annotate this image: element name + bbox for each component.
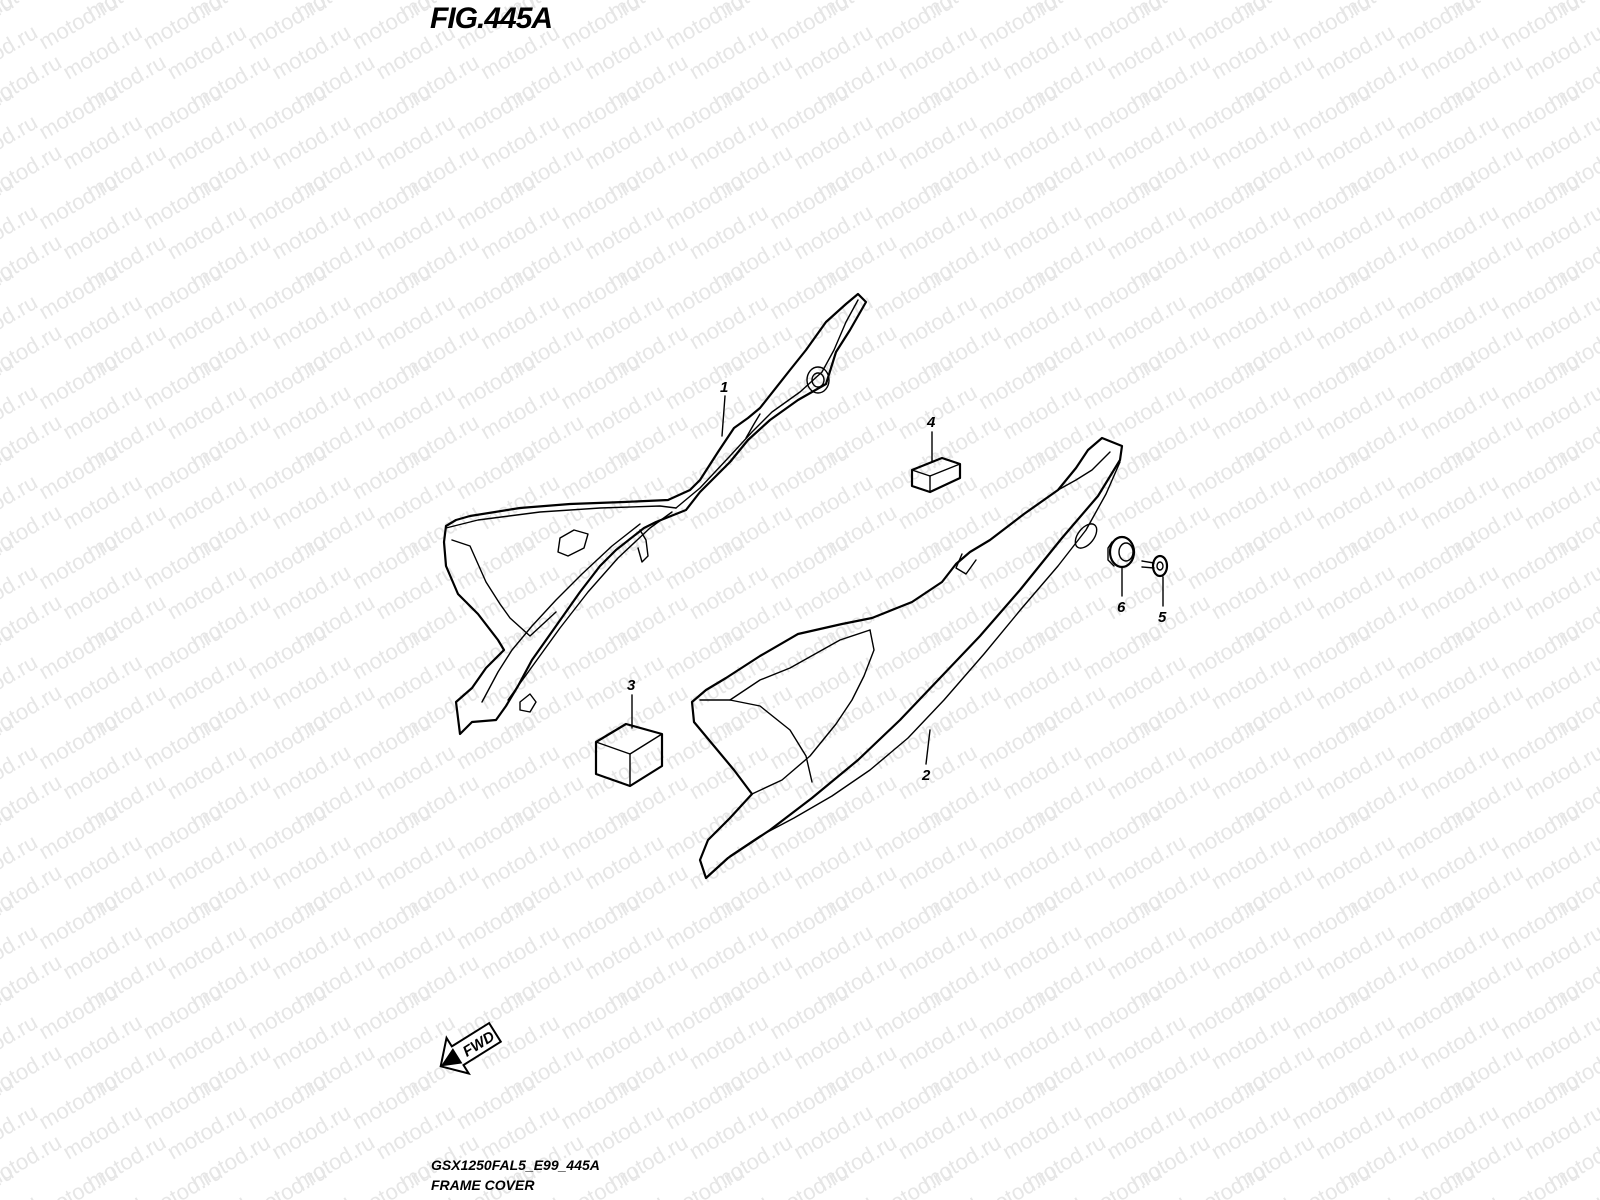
part-3-cushion[interactable] xyxy=(594,722,664,788)
part-1-frame-cover[interactable] xyxy=(442,292,868,736)
figure-title: FIG.445A xyxy=(430,2,553,35)
watermark-text: motod.ru xyxy=(765,1159,853,1200)
callout-labels: 1 2 3 4 5 6 xyxy=(627,379,1167,784)
callout-5: 5 xyxy=(1158,609,1167,626)
watermark-text: motod.ru xyxy=(870,1159,958,1200)
watermark-text: motod.ru xyxy=(1183,1159,1271,1200)
watermark-text: motod.ru xyxy=(348,1159,436,1200)
watermark-text: motod.ru xyxy=(974,1159,1062,1200)
watermark-text: motod.ru xyxy=(1078,1159,1166,1200)
model-code: GSX1250FAL5_E99_445A xyxy=(431,1157,600,1173)
watermark-text: motod.ru xyxy=(243,1159,331,1200)
watermark-text: motod.ru xyxy=(34,1159,122,1200)
callout-leaders xyxy=(631,395,1164,765)
callout-3: 3 xyxy=(627,677,636,694)
watermark-text: motod.ru xyxy=(1496,1159,1584,1200)
watermark-text: motod.ru xyxy=(1287,1159,1375,1200)
watermark-text: motod.ru xyxy=(139,1159,227,1200)
part-6-grommet[interactable] xyxy=(1107,535,1136,569)
diagram-caption: FRAME COVER xyxy=(431,1177,535,1193)
callout-1: 1 xyxy=(720,379,728,396)
callout-4: 4 xyxy=(926,414,936,431)
watermark-text: motod.ru xyxy=(0,1189,42,1200)
watermark-text: motod.ru xyxy=(1392,1159,1480,1200)
callout-2: 2 xyxy=(921,767,931,784)
part-2-frame-cover[interactable] xyxy=(690,436,1124,880)
watermark-text: motod.ru xyxy=(661,1159,749,1200)
part-5-screw[interactable] xyxy=(1141,554,1169,578)
callout-6: 6 xyxy=(1117,599,1126,616)
part-4-cushion[interactable] xyxy=(910,456,962,494)
